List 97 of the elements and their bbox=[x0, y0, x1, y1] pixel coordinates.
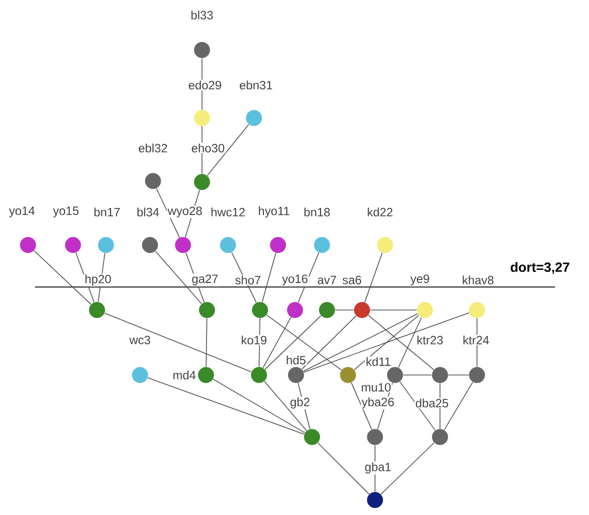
connector-line bbox=[380, 442, 434, 495]
pedigree-node bbox=[469, 302, 485, 318]
pedigree-node bbox=[20, 237, 36, 253]
node-label: kd11 bbox=[365, 356, 392, 367]
connector-line bbox=[399, 381, 436, 431]
pedigree-node bbox=[387, 367, 403, 383]
pedigree-node bbox=[319, 302, 335, 318]
pedigree-node bbox=[314, 237, 330, 253]
node-label: gb2 bbox=[289, 396, 311, 410]
node-label: eho30 bbox=[190, 142, 226, 154]
connector-line bbox=[155, 250, 202, 304]
node-label: bl33 bbox=[190, 10, 214, 20]
connector-line bbox=[398, 317, 422, 368]
connector-line bbox=[298, 382, 310, 430]
pedigree-node bbox=[199, 302, 215, 318]
connector-line bbox=[317, 442, 370, 495]
node-label: sho7 bbox=[234, 274, 262, 286]
pedigree-node bbox=[65, 237, 81, 253]
connector-line bbox=[206, 318, 208, 368]
node-label: yo16 bbox=[281, 274, 309, 286]
pedigree-node bbox=[98, 237, 114, 253]
node-label: gba1 bbox=[364, 462, 392, 474]
pedigree-node bbox=[377, 237, 393, 253]
connector-line bbox=[368, 314, 434, 370]
connector-line bbox=[206, 124, 250, 176]
connector-line bbox=[364, 252, 383, 303]
pedigree-node bbox=[142, 237, 158, 253]
node-label: yo14 bbox=[8, 206, 36, 218]
node-label: ktr24 bbox=[462, 334, 490, 346]
connector-line bbox=[402, 374, 432, 376]
note-text: dort=3,27 bbox=[510, 262, 570, 274]
node-label: hp20 bbox=[84, 274, 112, 286]
pedigree-node bbox=[288, 367, 304, 383]
pedigree-node bbox=[354, 302, 370, 318]
pedigree-node bbox=[194, 110, 210, 126]
pedigree-node bbox=[417, 302, 433, 318]
connector-line bbox=[262, 252, 276, 302]
pedigree-node bbox=[469, 367, 485, 383]
pedigree-node bbox=[270, 237, 286, 253]
node-label: bn17 bbox=[92, 206, 122, 218]
node-label: bl34 bbox=[136, 206, 160, 218]
pedigree-node bbox=[89, 302, 105, 318]
node-label: md4 bbox=[172, 370, 197, 380]
pedigree-node bbox=[220, 237, 236, 253]
pedigree-node bbox=[175, 237, 191, 253]
connector-line bbox=[212, 378, 306, 434]
connector-line bbox=[444, 382, 474, 430]
node-label: khav8 bbox=[461, 274, 495, 286]
connector-line bbox=[264, 315, 322, 370]
connector-line bbox=[147, 377, 305, 435]
connector-line bbox=[354, 314, 420, 370]
node-label: ga27 bbox=[190, 274, 220, 286]
node-label: edo29 bbox=[188, 80, 222, 90]
pedigree-node bbox=[198, 367, 214, 383]
pedigree-node bbox=[287, 302, 303, 318]
pedigree-node bbox=[432, 367, 448, 383]
node-label: hyo11 bbox=[257, 206, 291, 218]
connector-line bbox=[302, 315, 357, 370]
pedigree-node bbox=[246, 110, 262, 126]
pedigree-node bbox=[304, 429, 320, 445]
node-label: ko19 bbox=[240, 334, 268, 346]
pedigree-node bbox=[252, 302, 268, 318]
connector-line bbox=[262, 316, 292, 368]
pedigree-node bbox=[194, 42, 210, 58]
node-label: dba25 bbox=[414, 398, 450, 408]
node-label: ktr23 bbox=[416, 334, 444, 346]
connector-line bbox=[156, 188, 180, 238]
pedigree-node bbox=[340, 367, 356, 383]
node-label: wyo28 bbox=[166, 206, 204, 218]
node-label: ebl32 bbox=[138, 142, 168, 154]
node-label: yo15 bbox=[52, 206, 80, 218]
pedigree-node bbox=[251, 367, 267, 383]
node-label: hwc12 bbox=[210, 206, 246, 218]
pedigree-node bbox=[367, 429, 383, 445]
connector-line bbox=[303, 312, 470, 373]
node-label: mu10 bbox=[360, 382, 392, 392]
pedigree-node bbox=[432, 429, 448, 445]
node-label: ebn31 bbox=[238, 80, 274, 90]
pedigree-node bbox=[194, 174, 210, 190]
connector-line bbox=[448, 374, 470, 376]
connector-line bbox=[104, 312, 252, 372]
pedigree-node bbox=[145, 173, 161, 189]
connector-line bbox=[350, 382, 372, 430]
node-label: ye9 bbox=[410, 274, 430, 286]
connector-line bbox=[302, 313, 418, 372]
node-label: yba26 bbox=[360, 396, 396, 410]
connector-line bbox=[264, 380, 308, 432]
node-label: sa6 bbox=[342, 274, 362, 286]
connector-line bbox=[266, 314, 342, 370]
node-label: av7 bbox=[316, 275, 338, 285]
pedigree-node bbox=[367, 492, 383, 508]
node-label: wc3 bbox=[128, 334, 152, 346]
connector-line bbox=[34, 250, 92, 305]
pedigree-node bbox=[132, 367, 148, 383]
node-label: kd22 bbox=[366, 206, 394, 218]
node-label: bn18 bbox=[302, 206, 332, 218]
node-label: hd5 bbox=[285, 354, 307, 366]
